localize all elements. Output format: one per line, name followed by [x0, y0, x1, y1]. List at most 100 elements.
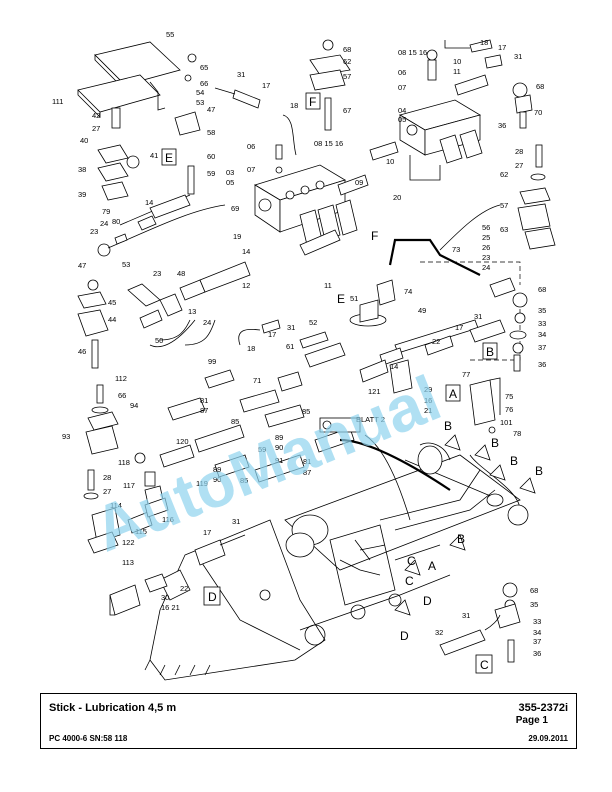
leader-curve-f [439, 204, 501, 251]
part-label: 14 [145, 198, 153, 207]
part-label: 21 [424, 406, 432, 415]
part-label: 78 [513, 429, 521, 438]
part-label: 33 [538, 319, 546, 328]
part-label: 99 [208, 357, 216, 366]
part-label: 53 [196, 98, 204, 107]
part-label: 25 [482, 233, 490, 242]
part-label: 120 [176, 437, 189, 446]
detail-c-fittings [439, 582, 521, 663]
machine-model: PC 4000-6 SN:58 118 [49, 734, 128, 743]
bracket-stack-right [517, 144, 556, 250]
part-label: 58 [207, 128, 215, 137]
part-label: 101 [500, 418, 513, 427]
part-label: 56 [482, 223, 490, 232]
part-label: 80 [112, 217, 120, 226]
part-label: 10 [386, 157, 394, 166]
bracket-stack-left [77, 279, 109, 369]
part-label: 90 [275, 443, 283, 452]
part-label: 23 [482, 253, 490, 262]
part-label: 47 [207, 105, 215, 114]
part-label: 60 [207, 152, 215, 161]
part-label: 49 [418, 306, 426, 315]
part-label: 36 [533, 649, 541, 658]
part-label: 18 [480, 38, 488, 47]
part-label: 46 [78, 347, 86, 356]
view-letter: B [457, 532, 465, 546]
part-label: 36 [538, 360, 546, 369]
view-letter: A [428, 559, 436, 573]
part-label: 29 [424, 385, 432, 394]
distributor-block-center [254, 144, 369, 256]
part-label: 65 [200, 63, 208, 72]
part-label: 09 [355, 178, 363, 187]
part-label: 119 [196, 479, 208, 488]
part-label: 22 [432, 337, 440, 346]
stick-structure [284, 442, 529, 646]
part-label: 23 [90, 227, 98, 236]
part-label: 91 [275, 456, 283, 465]
blatt-reference: BLATT 2 [356, 415, 385, 424]
distributor-block-right [369, 39, 533, 181]
part-label: 114 [110, 501, 122, 510]
bucket [144, 519, 326, 681]
part-label: 14 [242, 247, 250, 256]
leader-curve-50 [149, 319, 196, 348]
part-label: 75 [505, 392, 513, 401]
part-label: 31 [232, 517, 240, 526]
part-label: 122 [122, 538, 135, 547]
part-label: 94 [130, 401, 138, 410]
part-label: 113 [122, 558, 134, 567]
view-letter: D [208, 590, 217, 604]
part-label: 07 [247, 165, 255, 174]
part-label: 24 [482, 263, 490, 272]
part-label: 31 [474, 312, 482, 321]
fitting-set-b-right [489, 277, 528, 372]
part-label: 28 [103, 473, 111, 482]
bracket-stack-left-bottom [83, 452, 169, 554]
part-label: 35 [530, 600, 538, 609]
part-label: 70 [534, 108, 542, 117]
part-label: 62 [500, 170, 508, 179]
part-label: 116 [162, 515, 174, 524]
part-label: 81 [303, 457, 311, 466]
part-label: 17 [455, 323, 463, 332]
part-label: 47 [78, 261, 86, 270]
view-letter-labels: E F F E B A D C B B B B A C C D D B [165, 95, 543, 672]
part-label: 24 [100, 219, 108, 228]
hose-along-stick-mid [379, 469, 481, 521]
view-letter: D [400, 629, 409, 643]
part-label: 19 [233, 232, 241, 241]
part-label: 53 [122, 260, 130, 269]
bracket-stack-left-lower [85, 384, 119, 455]
part-label: 68 [530, 586, 538, 595]
view-letter: B [491, 436, 499, 450]
part-label: 111 [52, 97, 63, 106]
part-label: 50 [155, 336, 163, 345]
view-letter: B [535, 464, 543, 478]
part-label: 36 [498, 121, 506, 130]
view-letter: A [449, 387, 457, 401]
part-label: 71 [253, 376, 261, 385]
part-label: 06 [247, 142, 255, 151]
title-block: Stick - Lubrication 4,5 m 355-2372i Page… [40, 693, 577, 749]
part-label: 67 [343, 106, 351, 115]
part-label: 89 [213, 465, 221, 474]
part-label: 77 [462, 370, 470, 379]
part-label: 17 [262, 81, 270, 90]
part-label: 16 21 [161, 603, 180, 612]
part-label: 14 [390, 362, 398, 371]
part-label: 05 [226, 178, 234, 187]
part-label: 11 [453, 67, 461, 76]
view-letter-boxes [161, 92, 498, 674]
part-label: 23 [153, 269, 161, 278]
part-label: 45 [108, 298, 116, 307]
part-label: 20 [393, 193, 401, 202]
view-letter: B [510, 454, 518, 468]
part-label: 51 [350, 294, 358, 303]
part-label: 85 [240, 476, 248, 485]
page-number: Page 1 [515, 715, 548, 726]
part-label: 17 [268, 330, 276, 339]
part-label: 07 [398, 83, 406, 92]
drawing-title: Stick - Lubrication 4,5 m [49, 702, 177, 714]
